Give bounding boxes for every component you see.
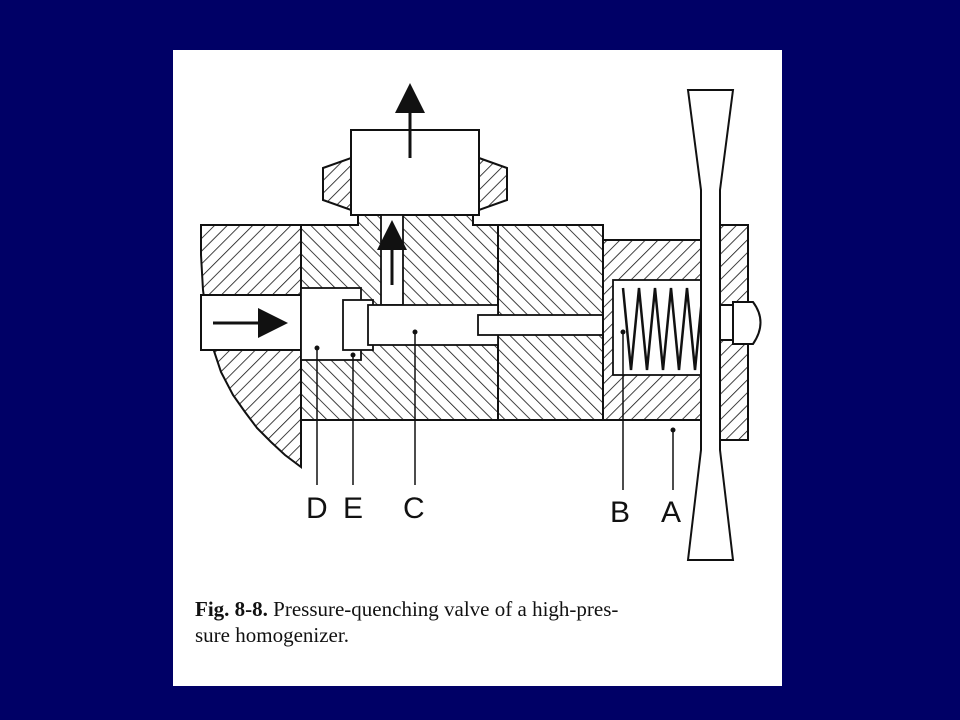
dot-c [412,329,418,335]
figure-card: D E C B A Fig. 8-8. Pressure-quenching v… [173,50,782,686]
label-d: D [306,492,328,525]
valve-stem [477,314,604,336]
spring [621,287,705,371]
dot-a [670,427,676,433]
caption-number: Fig. 8-8. [195,597,268,621]
figure-caption: Fig. 8-8. Pressure-quenching valve of a … [195,596,755,648]
valve-diagram: D E C B A [200,83,762,561]
label-b: B [610,496,630,529]
chamber-c [367,304,499,346]
bolt-head [732,301,762,345]
dot-b [620,329,626,335]
handle [686,89,735,561]
dot-d [314,345,320,351]
label-a: A [661,496,681,529]
caption-line-2: sure homogenizer. [195,623,349,647]
label-e: E [343,492,363,525]
outlet-pipe [350,129,480,216]
outlet-nut-left [322,156,352,212]
caption-line-1: Pressure-quenching valve of a high-pres- [273,597,619,621]
label-c: C [403,492,425,525]
outlet-nut-right [478,156,508,212]
dot-e [350,352,356,358]
